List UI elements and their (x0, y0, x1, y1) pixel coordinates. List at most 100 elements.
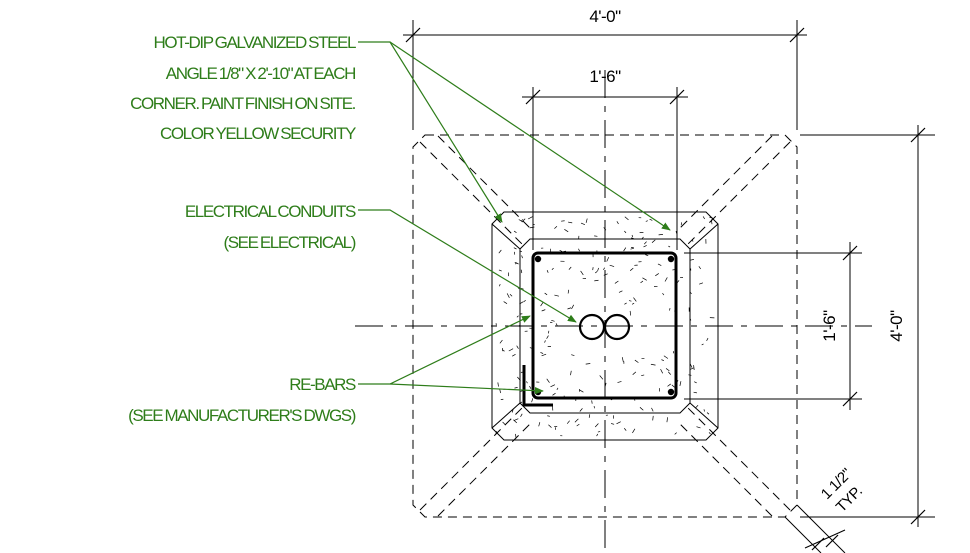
note-rebars: RE-BARS (SEE MANUFACTURER'S DWGS) (128, 375, 357, 425)
concrete-speck-core (628, 300, 632, 302)
note-angle-line-1: HOT-DIP GALVANIZED STEEL (153, 33, 355, 52)
concrete-speck (699, 282, 704, 285)
concrete-speck (520, 413, 523, 417)
concrete-speck-core (594, 279, 599, 282)
concrete-speck (703, 409, 705, 412)
concrete-speck (698, 266, 701, 270)
concrete-speck-core (667, 383, 671, 387)
concrete-speck (630, 247, 635, 250)
dim-overall-height: 4'-0" (800, 125, 935, 527)
concrete-speck (651, 239, 656, 243)
concrete-speck (519, 250, 523, 253)
concrete-speck (610, 398, 614, 401)
concrete-speck (509, 293, 513, 297)
concrete-speck (523, 300, 526, 303)
concrete-speck-core (547, 330, 550, 334)
concrete-speck (567, 221, 573, 224)
concrete-speck-core (541, 353, 547, 357)
concrete-speck (529, 226, 535, 229)
note-rebars-line-2: (SEE MANUFACTURER'S DWGS) (128, 406, 356, 425)
concrete-speck (531, 398, 534, 403)
concrete-speck (675, 380, 679, 384)
concrete-speck-core (550, 384, 556, 388)
concrete-speck-core (567, 307, 572, 310)
concrete-speck (514, 418, 519, 421)
concrete-speck (580, 222, 586, 226)
concrete-speck (579, 408, 583, 412)
note-angle: HOT-DIP GALVANIZED STEEL ANGLE 1/8" X 2'… (130, 33, 357, 143)
concrete-speck (706, 412, 710, 415)
concrete-speck-core (580, 270, 584, 276)
concrete-speck-core (624, 302, 627, 305)
concrete-speck-core (556, 387, 559, 390)
dim-overall-width-label: 4'-0" (589, 7, 621, 26)
concrete-speck (668, 245, 671, 248)
concrete-speck-core (604, 382, 607, 388)
concrete-speck-core (546, 335, 549, 339)
dim-inner-width: 1'-6" (522, 67, 688, 250)
note-angle-line-4: COLOR YELLOW SECURITY (160, 124, 356, 143)
concrete-speck (624, 230, 627, 234)
concrete-speck (578, 248, 580, 252)
concrete-speck-core (540, 352, 544, 354)
concrete-speck (502, 421, 506, 426)
concrete-speck (499, 388, 501, 394)
electrical-conduits (578, 313, 631, 341)
concrete-speck (511, 409, 514, 413)
concrete-speck-core (667, 371, 671, 375)
concrete-speck (689, 363, 693, 368)
concrete-speck (639, 407, 644, 411)
concrete-speck-core (631, 302, 635, 305)
concrete-speck (503, 301, 508, 304)
concrete-speck (679, 381, 682, 386)
concrete-speck (523, 395, 526, 398)
concrete-speck-core (585, 363, 591, 365)
concrete-speck (674, 432, 677, 435)
concrete-speck (498, 249, 502, 254)
concrete-speck (689, 291, 692, 294)
concrete-speck (695, 405, 699, 409)
rebar-hook (522, 365, 553, 407)
concrete-speck-core (614, 280, 619, 284)
concrete-speck (547, 415, 550, 417)
concrete-speck (516, 345, 519, 349)
concrete-speck (517, 376, 521, 381)
concrete-speck (711, 219, 713, 225)
concrete-speck (623, 247, 627, 252)
concrete-speck (632, 428, 636, 434)
concrete-speck-core (641, 374, 645, 377)
concrete-speck-core (621, 357, 624, 362)
concrete-speck (616, 421, 621, 425)
concrete-speck-core (609, 264, 615, 267)
concrete-speck (611, 423, 615, 425)
concrete-speck (643, 245, 647, 248)
concrete-speck (645, 220, 648, 222)
concrete-speck (645, 254, 649, 256)
concrete-speck-core (671, 384, 675, 388)
concrete-speck (562, 250, 567, 253)
concrete-speck (497, 382, 499, 387)
concrete-speck (499, 284, 501, 287)
concrete-speck (548, 252, 552, 255)
concrete-speck-core (665, 368, 670, 372)
concrete-speck-core (663, 355, 669, 359)
note-angle-line-2: ANGLE 1/8" X 2'-10" AT EACH (166, 64, 355, 83)
concrete-speck (566, 420, 570, 424)
concrete-speck (702, 216, 705, 220)
concrete-speck-core (662, 292, 665, 296)
concrete-speck (689, 259, 694, 261)
pier-inner-outline (519, 238, 691, 414)
concrete-speck-core (603, 267, 605, 270)
concrete-speck (643, 241, 647, 245)
concrete-speck (514, 262, 518, 265)
concrete-speck-core (571, 354, 575, 356)
pier-outline (491, 211, 719, 441)
concrete-speck (690, 367, 694, 370)
concrete-speck (709, 216, 714, 219)
concrete-speck-core (603, 273, 608, 276)
concrete-speck (585, 218, 588, 223)
concrete-speck-core (540, 302, 544, 307)
concrete-speck (676, 280, 680, 284)
concrete-speck (691, 238, 694, 242)
